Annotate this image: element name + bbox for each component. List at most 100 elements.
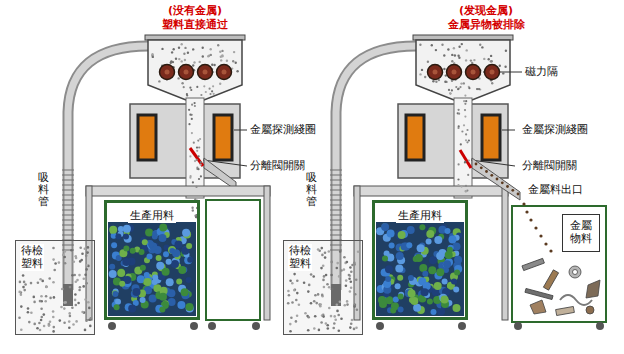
pellet: [419, 73, 421, 75]
pellet: [182, 229, 190, 237]
pellet: [390, 308, 396, 314]
pellet: [75, 304, 78, 307]
pellet: [181, 82, 183, 84]
pellet: [133, 288, 141, 296]
pellet: [219, 51, 221, 53]
pellet: [480, 166, 483, 169]
pellet: [22, 274, 25, 277]
pellet: [464, 95, 466, 97]
pellet: [424, 76, 426, 78]
pellet: [52, 316, 55, 319]
pellet: [330, 274, 333, 277]
pellet: [75, 257, 78, 260]
pellet: [84, 329, 87, 332]
pellet: [112, 291, 118, 297]
pellet: [539, 234, 542, 237]
pellet: [235, 62, 237, 64]
pellet: [491, 60, 493, 62]
pellet: [464, 103, 466, 105]
pellet: [322, 265, 325, 268]
pellet: [140, 297, 146, 303]
pellet: [293, 273, 296, 276]
pellet: [88, 307, 91, 310]
pellet: [464, 161, 466, 163]
pellet: [330, 315, 333, 318]
pellet: [389, 243, 395, 249]
pellet: [338, 330, 341, 333]
pellet: [454, 54, 456, 56]
pellet: [410, 297, 418, 305]
pellet: [464, 109, 466, 111]
node-label: 金屬物料: [569, 219, 593, 246]
pellet: [86, 251, 89, 254]
pellet: [307, 329, 310, 332]
pellet: [167, 289, 175, 297]
pellet: [18, 291, 21, 294]
pellet: [351, 319, 354, 322]
pellet: [458, 109, 460, 111]
pellet: [63, 301, 66, 304]
pellet: [296, 279, 299, 282]
pellet: [49, 320, 52, 323]
pellet: [478, 88, 480, 90]
pellet: [511, 189, 514, 192]
pellet: [48, 324, 51, 327]
pellet: [130, 248, 136, 254]
pellet: [320, 321, 323, 324]
pellet: [189, 114, 191, 116]
pellet: [473, 59, 475, 61]
node-label: 生產用料: [396, 210, 444, 223]
pellet: [33, 323, 36, 326]
pellet: [53, 269, 56, 272]
pellet: [196, 150, 198, 152]
pellet: [177, 77, 179, 79]
pellet: [36, 327, 39, 330]
part-label: 磁力隔: [525, 65, 558, 78]
pellet: [156, 255, 162, 261]
pellet: [336, 267, 339, 270]
pellet: [200, 161, 202, 163]
pellet: [30, 312, 33, 315]
pellet: [75, 280, 78, 283]
pellet: [317, 293, 320, 296]
pellet: [454, 256, 462, 264]
pellet: [53, 326, 56, 329]
pellet: [40, 319, 43, 322]
pellet: [74, 299, 77, 302]
pellet: [187, 257, 193, 263]
pellet: [426, 230, 434, 238]
pellet: [221, 54, 223, 56]
pellet: [453, 304, 461, 312]
pellet: [45, 295, 48, 298]
pellet: [310, 302, 313, 305]
pellet: [181, 288, 189, 296]
pellet: [334, 319, 337, 322]
pellet: [199, 61, 201, 63]
pellet: [23, 289, 26, 292]
pellet: [349, 266, 352, 269]
pellet: [471, 62, 473, 64]
pellet: [196, 147, 198, 149]
pellet: [422, 271, 428, 277]
pellet: [178, 266, 186, 274]
pellet: [353, 328, 356, 331]
pellet: [340, 269, 343, 272]
pellet: [295, 320, 298, 323]
pellet: [458, 163, 460, 165]
pellet: [290, 316, 293, 319]
pellet: [147, 253, 153, 259]
pellet: [350, 270, 353, 273]
pellet: [142, 239, 148, 245]
pellet: [451, 278, 457, 284]
pellet: [398, 294, 404, 300]
pellet: [346, 300, 349, 303]
pellet: [52, 310, 55, 313]
pellet: [78, 289, 81, 292]
pellet: [38, 322, 41, 325]
pellet: [43, 313, 46, 316]
pellet: [432, 80, 434, 82]
pellet: [189, 87, 191, 89]
pellet: [53, 296, 56, 299]
pellet: [64, 250, 67, 253]
pellet: [193, 142, 195, 144]
